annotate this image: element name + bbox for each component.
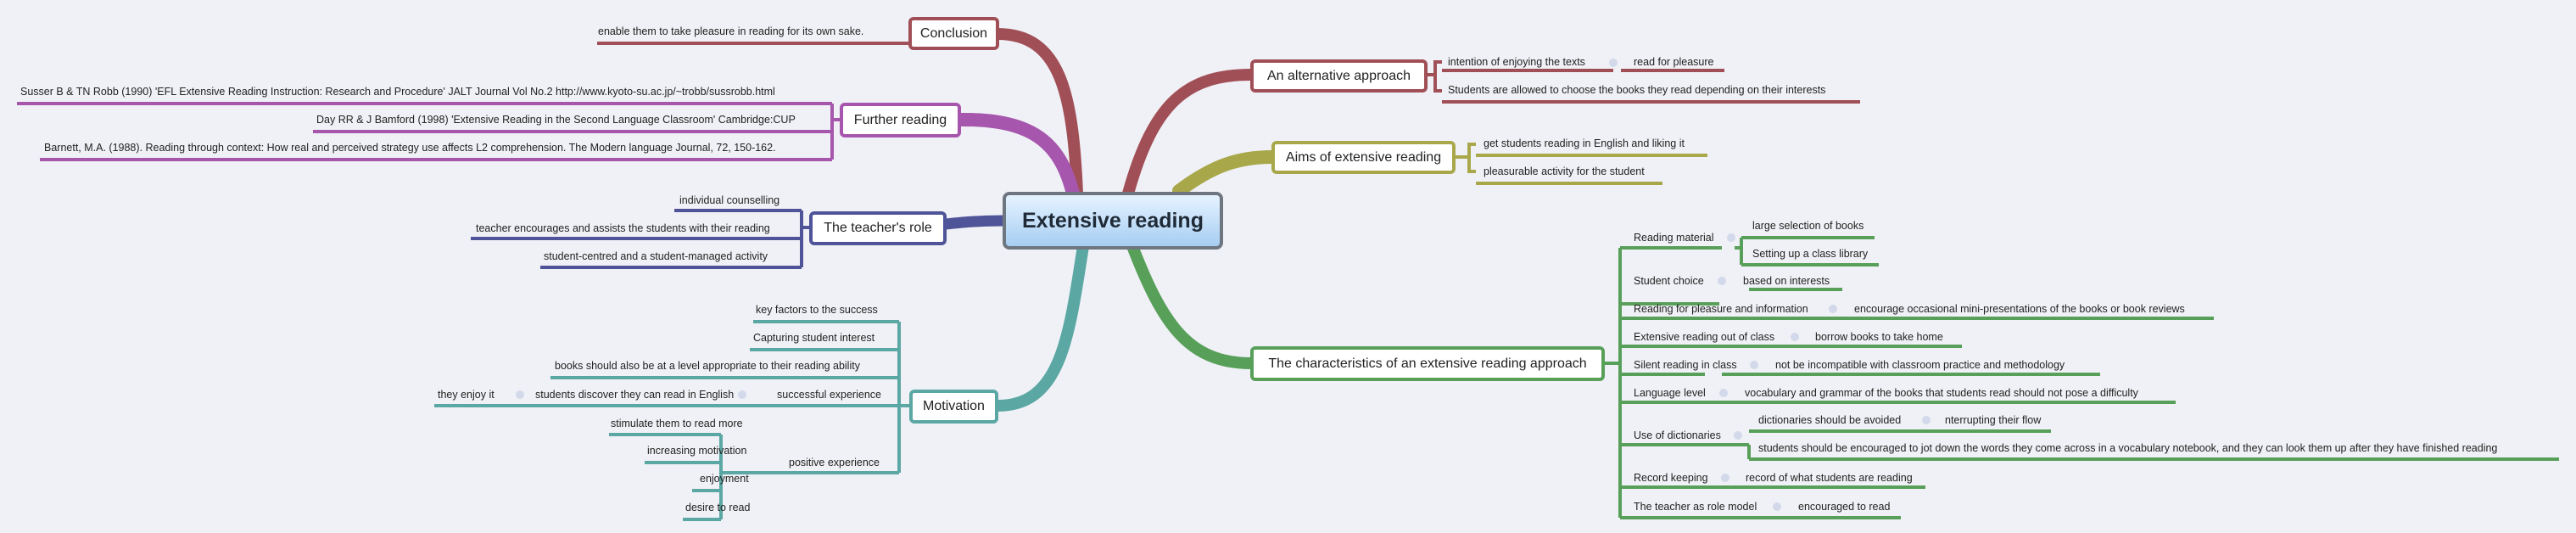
label-barnett: Barnett, M.A. (1988). Reading through co… — [44, 142, 776, 154]
label-enable-pleasure: enable them to take pleasure in reading … — [598, 25, 864, 37]
aims-connectors — [1456, 143, 1707, 185]
branch-alternative — [1122, 69, 1257, 199]
label-capturing-interest: Capturing student interest — [753, 332, 875, 344]
label-english-liking: get students reading in English and liki… — [1484, 137, 1685, 149]
label-based-on-interests: based on interests — [1743, 275, 1830, 287]
characteristics-connectors — [1605, 236, 2559, 519]
label-silent-reading: Silent reading in class — [1634, 359, 1737, 371]
branch-conclusion — [992, 28, 1083, 199]
label-class-library: Setting up a class library — [1752, 248, 1869, 260]
connector-dot — [1721, 474, 1729, 482]
label-vocabulary-grammar: vocabulary and grammar of the books that… — [1745, 387, 2138, 399]
connector-dot — [516, 390, 524, 399]
label-susser: Susser B & TN Robb (1990) 'EFL Extensive… — [20, 86, 775, 98]
label-large-selection: large selection of books — [1752, 220, 1864, 232]
teacher-connectors — [471, 209, 809, 269]
topic-teachers-role[interactable]: The teacher's role — [809, 211, 947, 245]
label-appropriate-level: books should also be at a level appropri… — [555, 360, 860, 372]
motivation-connectors — [434, 320, 909, 521]
connector-dot — [1773, 502, 1781, 511]
label-pleasure-information: Reading for pleasure and information — [1634, 303, 1808, 315]
label-pleasurable: pleasurable activity for the student — [1484, 166, 1645, 177]
topic-conclusion[interactable]: Conclusion — [908, 17, 999, 50]
label-read-for-pleasure: read for pleasure — [1634, 56, 1714, 68]
label-mini-presentations: encourage occasional mini-presentations … — [1854, 303, 2185, 315]
branch-motivation — [992, 240, 1089, 412]
label-borrow-books: borrow books to take home — [1815, 331, 1943, 343]
label-not-incompatible: not be incompatible with classroom pract… — [1775, 359, 2065, 371]
further-connectors — [17, 102, 840, 161]
branch-aims — [1172, 150, 1279, 198]
label-successful-experience: successful experience — [777, 389, 881, 401]
label-they-enjoy-it: they enjoy it — [438, 389, 495, 401]
label-intention: intention of enjoying the texts — [1448, 56, 1585, 68]
connector-dot — [738, 390, 746, 399]
label-teacher-assists: teacher encourages and assists the stude… — [476, 222, 770, 234]
label-out-of-class: Extensive reading out of class — [1634, 331, 1775, 343]
branch-characteristics — [1126, 240, 1257, 369]
label-day: Day RR & J Bamford (1998) 'Extensive Rea… — [316, 114, 796, 126]
connector-dot — [1922, 416, 1931, 424]
label-jot-down-words: students should be encouraged to jot dow… — [1758, 442, 2498, 454]
label-discover-english: students discover they can read in Engli… — [535, 389, 735, 401]
alternative-connectors — [1428, 60, 1860, 104]
topic-aims[interactable]: Aims of extensive reading — [1271, 141, 1456, 174]
central-topic[interactable]: Extensive reading — [1003, 192, 1223, 250]
label-increasing-motivation: increasing motivation — [647, 445, 747, 457]
connector-dot — [1718, 277, 1726, 285]
label-desire-to-read: desire to read — [685, 502, 751, 513]
label-use-of-dictionaries: Use of dictionaries — [1634, 429, 1721, 441]
label-interrupting-flow: nterrupting their flow — [1945, 414, 2042, 426]
connector-dot — [1750, 361, 1758, 369]
connector-dot — [1719, 389, 1728, 397]
label-reading-material: Reading material — [1634, 232, 1714, 244]
topic-motivation[interactable]: Motivation — [909, 390, 998, 424]
label-stimulate: stimulate them to read more — [611, 418, 743, 429]
label-enjoyment: enjoyment — [700, 473, 749, 485]
label-student-centred: student-centred and a student-managed ac… — [544, 250, 768, 262]
label-choose-books: Students are allowed to choose the books… — [1448, 84, 1826, 96]
label-individual-counselling: individual counselling — [679, 194, 780, 206]
label-record-of-what: record of what students are reading — [1746, 472, 1913, 484]
label-positive-experience: positive experience — [789, 457, 880, 468]
connector-dot — [1829, 305, 1837, 313]
label-encouraged-to-read: encouraged to read — [1798, 501, 1891, 513]
label-student-choice: Student choice — [1634, 275, 1704, 287]
label-dictionaries-avoided: dictionaries should be avoided — [1758, 414, 1902, 426]
label-record-keeping: Record keeping — [1634, 472, 1708, 484]
label-language-level: Language level — [1634, 387, 1706, 399]
branch-further — [953, 112, 1080, 200]
label-teacher-role-model: The teacher as role model — [1634, 501, 1757, 513]
connector-dot — [1727, 233, 1735, 242]
label-key-factors: key factors to the success — [756, 304, 878, 316]
connector-dot — [1791, 333, 1799, 341]
topic-further-reading[interactable]: Further reading — [840, 103, 961, 137]
topic-characteristics[interactable]: The characteristics of an extensive read… — [1250, 346, 1605, 381]
connector-dot — [1609, 59, 1618, 67]
topic-alternative-approach[interactable]: An alternative approach — [1250, 59, 1428, 93]
connector-dot — [1734, 431, 1742, 440]
